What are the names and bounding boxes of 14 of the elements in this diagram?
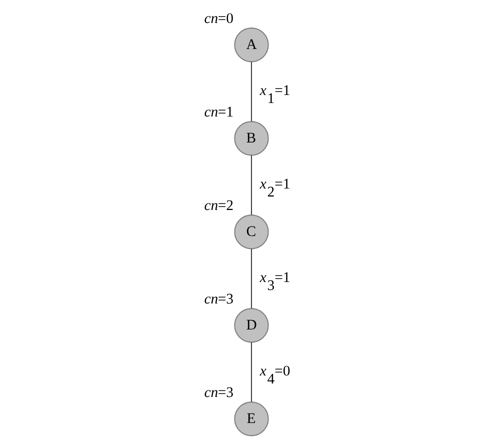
connector bbox=[250, 342, 252, 402]
node-circle: A bbox=[234, 28, 268, 62]
node-label: cn=1 bbox=[204, 104, 233, 121]
node-circle: B bbox=[234, 121, 268, 156]
node-label: cn=3 bbox=[204, 292, 233, 308]
node-label: cn=3 bbox=[204, 385, 233, 402]
node-label: cn=0 bbox=[204, 11, 233, 28]
node-circle: E bbox=[234, 402, 268, 436]
node-circle: C bbox=[234, 214, 268, 250]
connector bbox=[250, 62, 252, 122]
connector bbox=[250, 248, 252, 308]
node-label: cn=2 bbox=[204, 198, 233, 214]
connector bbox=[250, 155, 252, 215]
node-circle: D bbox=[234, 308, 268, 343]
